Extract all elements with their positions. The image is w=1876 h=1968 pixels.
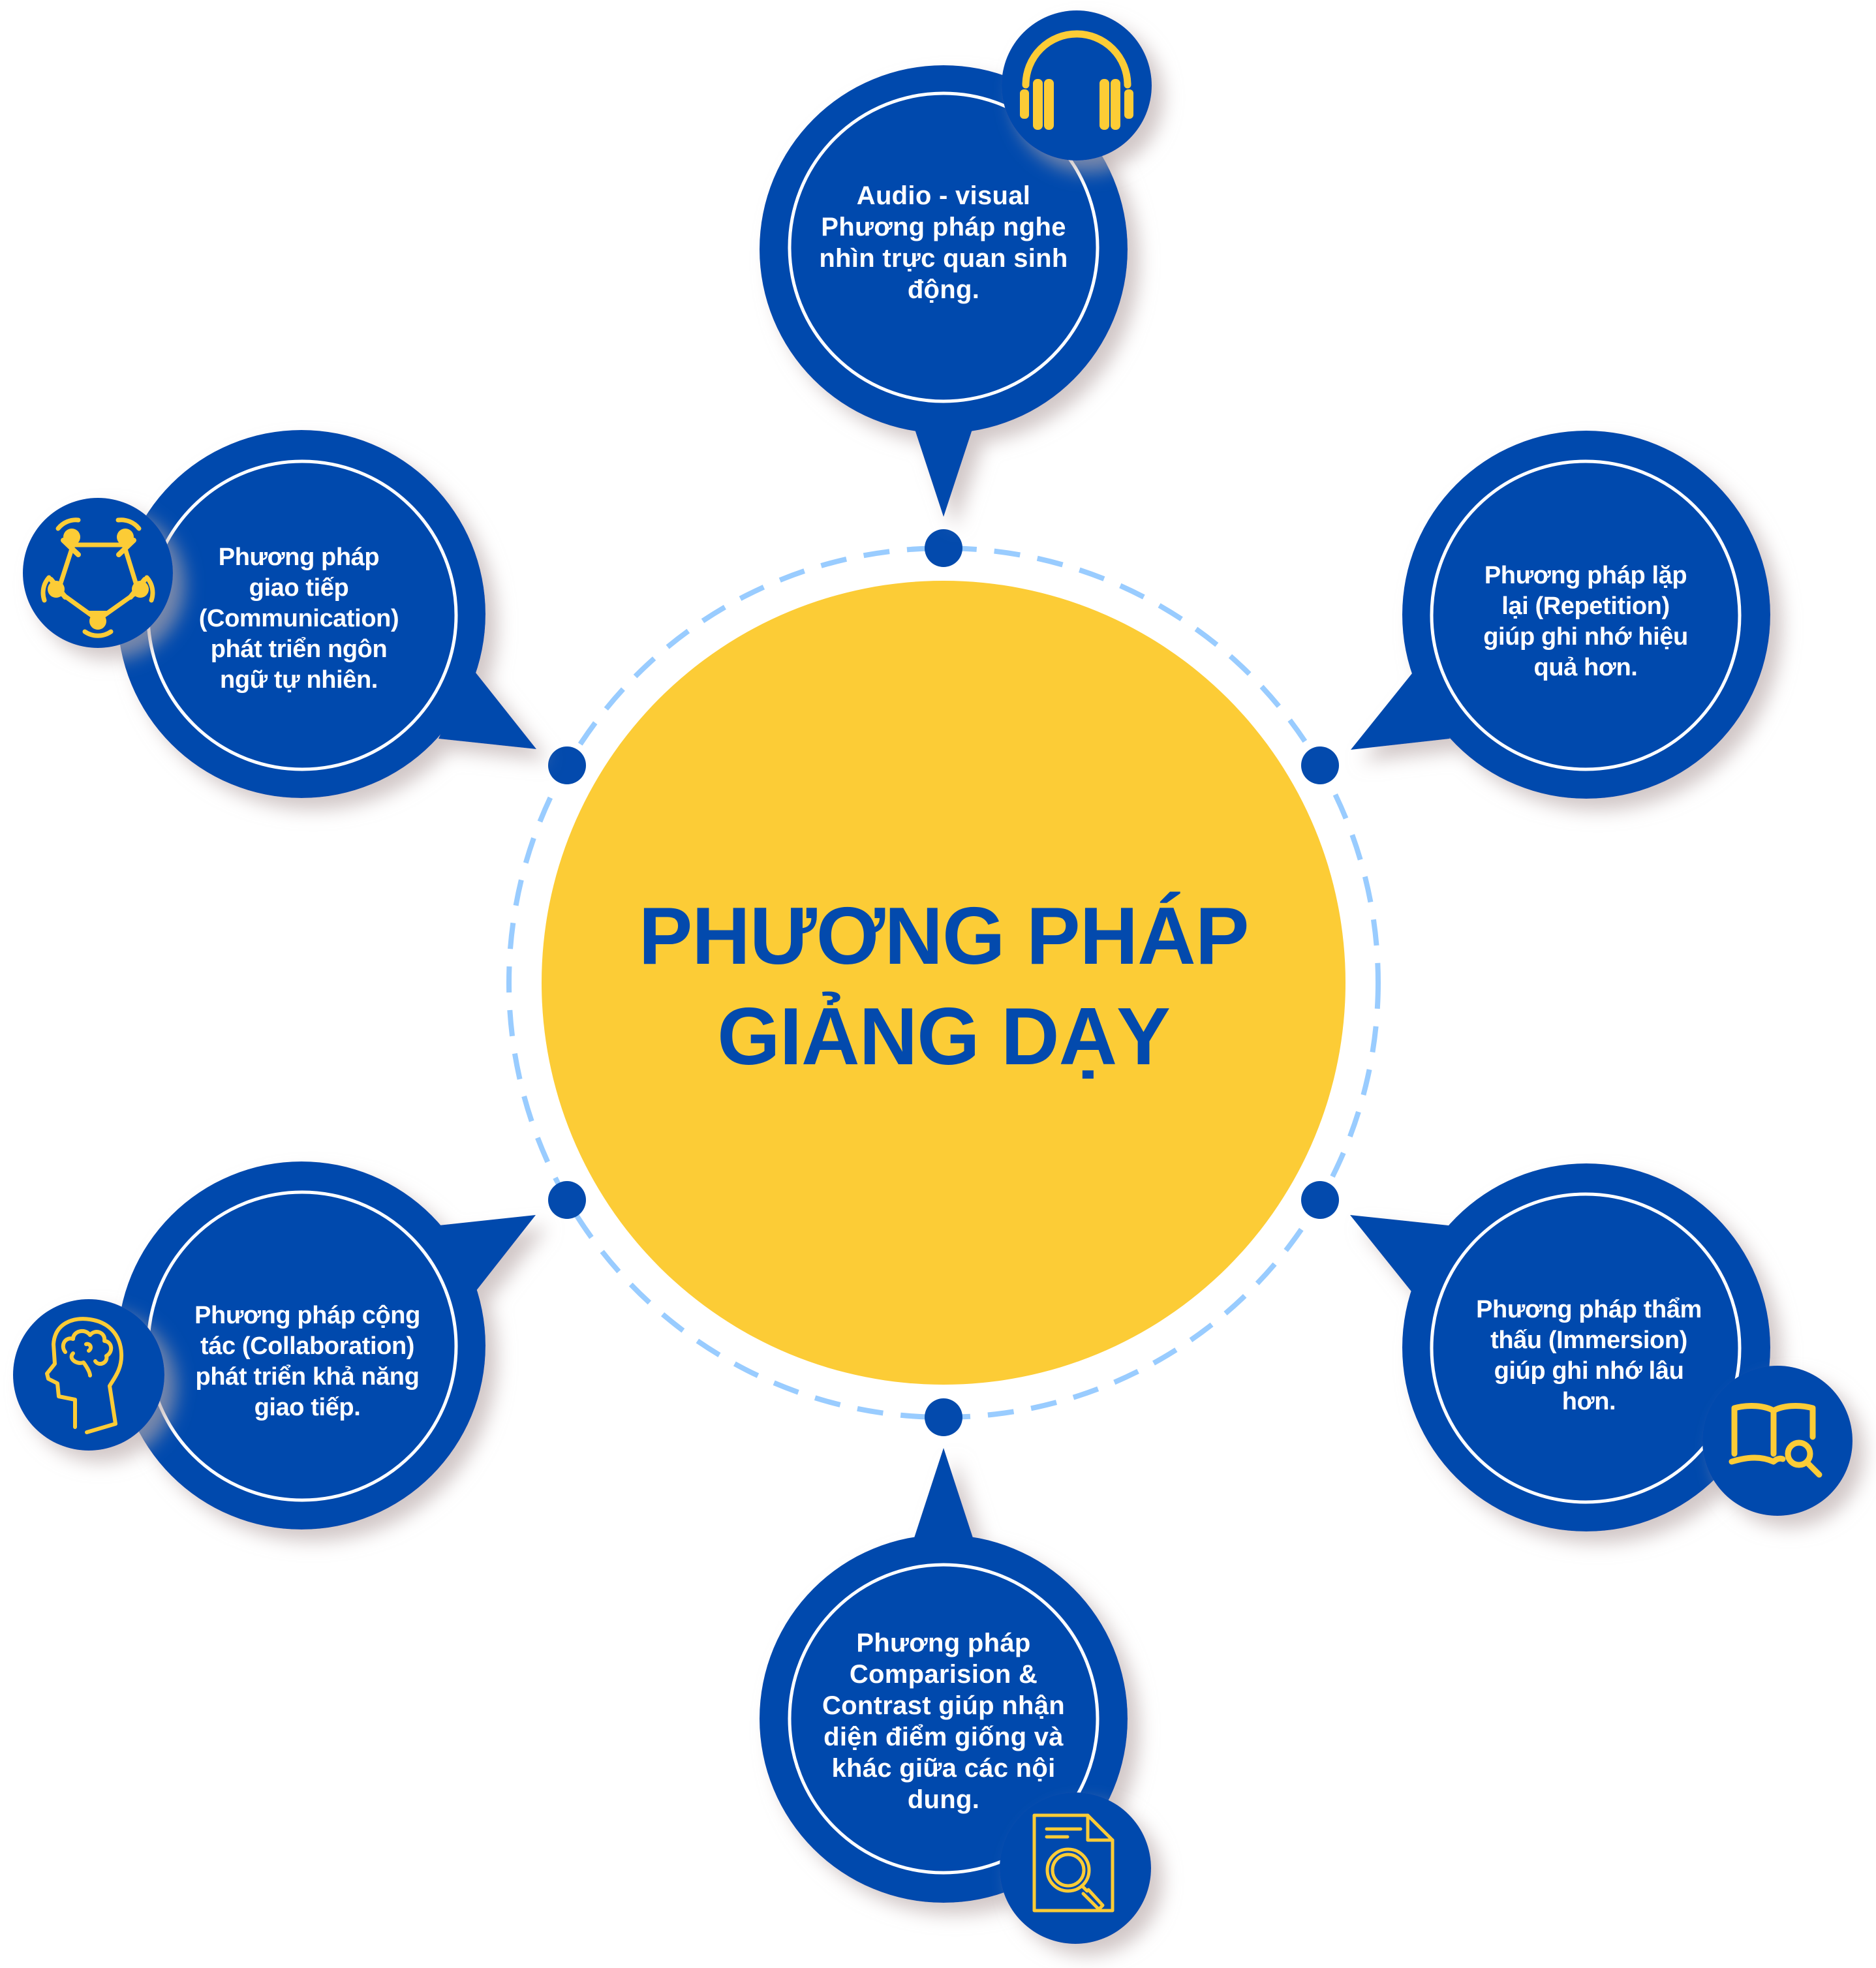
connector-dot-upper-right: [1301, 746, 1339, 784]
headphones-icon: [1002, 10, 1152, 161]
team-circle-icon: [23, 498, 173, 648]
bubble-text-line: diện điểm giống và: [823, 1723, 1064, 1751]
bubble-text-line: quả hơn.: [1533, 654, 1638, 681]
bubble-text-line: thấu (Immersion): [1490, 1327, 1687, 1354]
bubble-repetition: [1351, 431, 1770, 799]
bubble-text-line: giao tiếp.: [254, 1394, 361, 1421]
connector-dot-lower-left: [548, 1181, 586, 1219]
connector-dot-top: [925, 529, 962, 567]
bubble-text-line: Audio - visual: [856, 181, 1031, 210]
bubble-text-line: nhìn trực quan sinh: [819, 244, 1068, 273]
connector-dots: [548, 529, 1339, 1436]
bubble-inner-ring: [1430, 1192, 1742, 1504]
bubble-text-line: Phương pháp: [856, 1629, 1031, 1657]
bubble-text-line: phát triển ngôn: [210, 635, 388, 663]
connector-dot-lower-right: [1301, 1181, 1339, 1219]
bubble-text-communication: Phương pháp giao tiếp (Communication) ph…: [149, 537, 449, 700]
connector-dot-bottom: [925, 1398, 962, 1436]
bubble-text-line: dung.: [907, 1785, 980, 1814]
bubble-text-line: lại (Repetition): [1501, 592, 1670, 620]
bubble-text-line: Phương pháp: [218, 543, 380, 571]
dashed-orbit-ring: [506, 546, 1381, 1420]
book-search-icon: [1702, 1366, 1853, 1516]
bubble-text-line: ngữ tự nhiên.: [220, 666, 378, 694]
bubble-communication: [117, 430, 536, 798]
bubble-inner-ring: [788, 1563, 1099, 1875]
bubble-text-line: Contrast giúp nhận: [822, 1691, 1066, 1720]
bubble-text-line: Comparision &: [849, 1660, 1038, 1689]
center-title-line-1: PHƯƠNG PHÁP: [638, 891, 1250, 981]
head-brain-icon: [13, 1299, 164, 1451]
bubble-collaboration: [117, 1161, 536, 1530]
bubble-text-line: hơn.: [1561, 1388, 1616, 1415]
bubble-text-line: phát triển khả năng: [195, 1363, 420, 1391]
bubble-immersion: [1350, 1163, 1770, 1531]
bubble-text-line: khác giữa các nội: [831, 1754, 1056, 1783]
bubble-text-collaboration: Phương pháp cộng tác (Collaboration) phá…: [157, 1297, 457, 1427]
bubble-audio-visual: [760, 65, 1128, 517]
bubble-text-line: Phương pháp cộng: [194, 1302, 420, 1329]
bubble-text-line: giúp ghi nhớ hiệu: [1483, 623, 1688, 651]
bubble-text-comparison-contrast: Phương pháp Comparision & Contrast giúp …: [793, 1623, 1094, 1819]
connector-dot-upper-left: [548, 746, 586, 784]
bubble-text-line: Phương pháp lặp: [1484, 562, 1687, 589]
bubble-text-line: (Communication): [198, 604, 399, 632]
bubble-inner-ring: [788, 91, 1099, 403]
bubble-text-repetition: Phương pháp lặp lại (Repetition) giúp gh…: [1436, 557, 1736, 687]
bubble-text-immersion: Phương pháp thẩm thấu (Immersion) giúp g…: [1439, 1291, 1739, 1421]
bubble-text-line: tác (Collaboration): [200, 1332, 415, 1360]
bubble-text-line: Phương pháp nghe: [821, 213, 1066, 241]
center-circle: [542, 581, 1345, 1385]
bubble-text-line: Phương pháp thẩm: [1476, 1296, 1702, 1323]
bubble-text-audio-visual: Audio - visual Phương pháp nghe nhìn trự…: [793, 177, 1094, 308]
bubble-text-line: giao tiếp: [249, 574, 349, 602]
bubble-text-line: giúp ghi nhớ lâu: [1494, 1357, 1684, 1385]
center-title-line-2: GIẢNG DẠY: [717, 992, 1171, 1082]
bubble-inner-ring: [1430, 459, 1742, 771]
document-search-icon: [1000, 1792, 1151, 1944]
bubble-text-line: động.: [907, 275, 980, 304]
